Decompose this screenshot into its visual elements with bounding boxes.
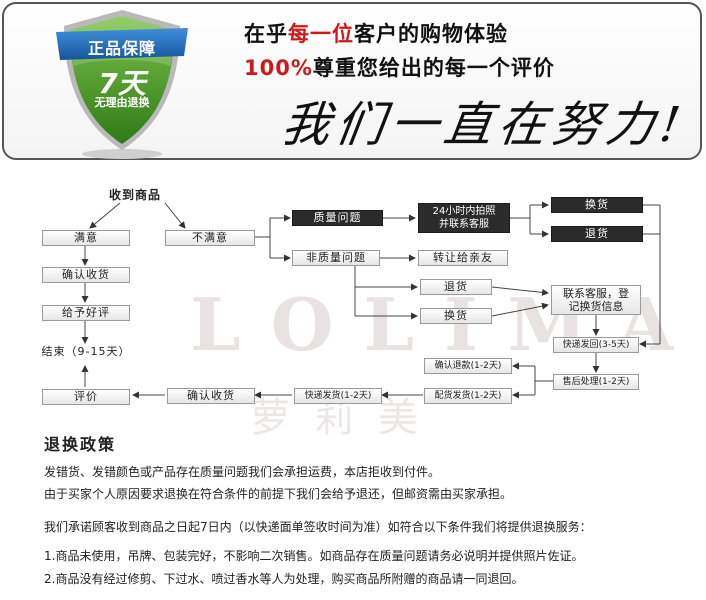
flow-confirm-receipt: 确认收货	[42, 267, 130, 283]
headline-1-highlight: 每一位	[288, 22, 354, 46]
flow-quality-issue: 质量问题	[292, 210, 383, 226]
banner-headline-2: 100%尊重您给出的每一个评价	[244, 52, 555, 82]
flow-exchange-2: 换货	[420, 308, 492, 324]
flow-contact-line1: 联系客服，登	[563, 287, 629, 300]
flow-exchange-1: 换货	[551, 197, 643, 213]
flow-contact-service: 联系客服，登 记换货信息	[551, 285, 641, 315]
flow-confirm-refund: 确认退款(1-2天)	[424, 358, 512, 374]
headline-2-highlight: 100%	[244, 56, 313, 80]
flow-confirm-receipt-2: 确认收货	[167, 388, 255, 404]
flow-good-review: 给予好评	[42, 305, 130, 321]
shield-ribbon-text: 正品保障	[87, 39, 156, 58]
flow-review: 评价	[42, 389, 130, 405]
flow-satisfied: 满意	[42, 230, 130, 246]
quality-shield: 正品保障 7天 无理由退换	[52, 4, 192, 160]
flow-photo-contact: 24小时内拍照 并联系客服	[418, 203, 510, 233]
headline-1-suffix: 客户的购物体验	[354, 22, 508, 46]
policy-paragraph-1: 发错货、发错颜色或产品存在质量问题我们会承担运费，本店拒收到付件。	[44, 465, 441, 479]
flow-refund-1: 退货	[551, 226, 643, 242]
flow-ship-goods: 配货发货(1-2天)	[424, 388, 512, 404]
flow-non-quality-issue: 非质量问题	[292, 250, 380, 266]
policy-condition-1: 1.商品未使用，吊牌、包装完好，不影响二次销售。如商品存在质量问题请务必说明并提…	[44, 549, 584, 563]
flow-photo-contact-line2: 并联系客服	[439, 219, 489, 230]
shield-subtitle: 无理由退换	[94, 96, 150, 109]
banner-headline-1: 在乎每一位客户的购物体验	[244, 18, 508, 48]
flow-contact-line2: 记换货信息	[568, 300, 624, 313]
policy-paragraph-2: 由于买家个人原因要求退换在符合条件的前提下我们会给予退还，但邮资需由买家承担。	[44, 487, 513, 501]
flow-start: 收到商品	[108, 188, 161, 202]
policy-title: 退换政策	[44, 435, 117, 454]
headline-1-prefix: 在乎	[244, 22, 288, 46]
headline-2-suffix: 尊重您给出的每一个评价	[312, 56, 555, 80]
shield-days-text: 7天	[98, 67, 146, 100]
flow-refund-2: 退货	[420, 279, 492, 295]
flow-photo-contact-line1: 24小时内拍照	[432, 206, 496, 217]
flow-gift: 转让给亲友	[418, 250, 508, 266]
flow-unsatisfied: 不满意	[165, 230, 255, 246]
shield-icon	[56, 10, 188, 159]
policy-paragraph-3: 我们承诺顾客收到商品之日起7日内（以快递面单签收时间为准）如符合以下条件我们将提…	[44, 520, 592, 534]
flow-end: 结束（9-15天）	[41, 345, 131, 358]
flow-express-ship: 快递发货(1-2天)	[294, 388, 382, 404]
policy-condition-2: 2.商品没有经过修剪、下过水、喷过香水等人为处理，购买商品所附赠的商品请一同退回…	[44, 572, 524, 586]
flow-express-return: 快递发回(3-5天)	[553, 337, 639, 353]
flow-after-sales: 售后处理(1-2天)	[553, 374, 639, 390]
